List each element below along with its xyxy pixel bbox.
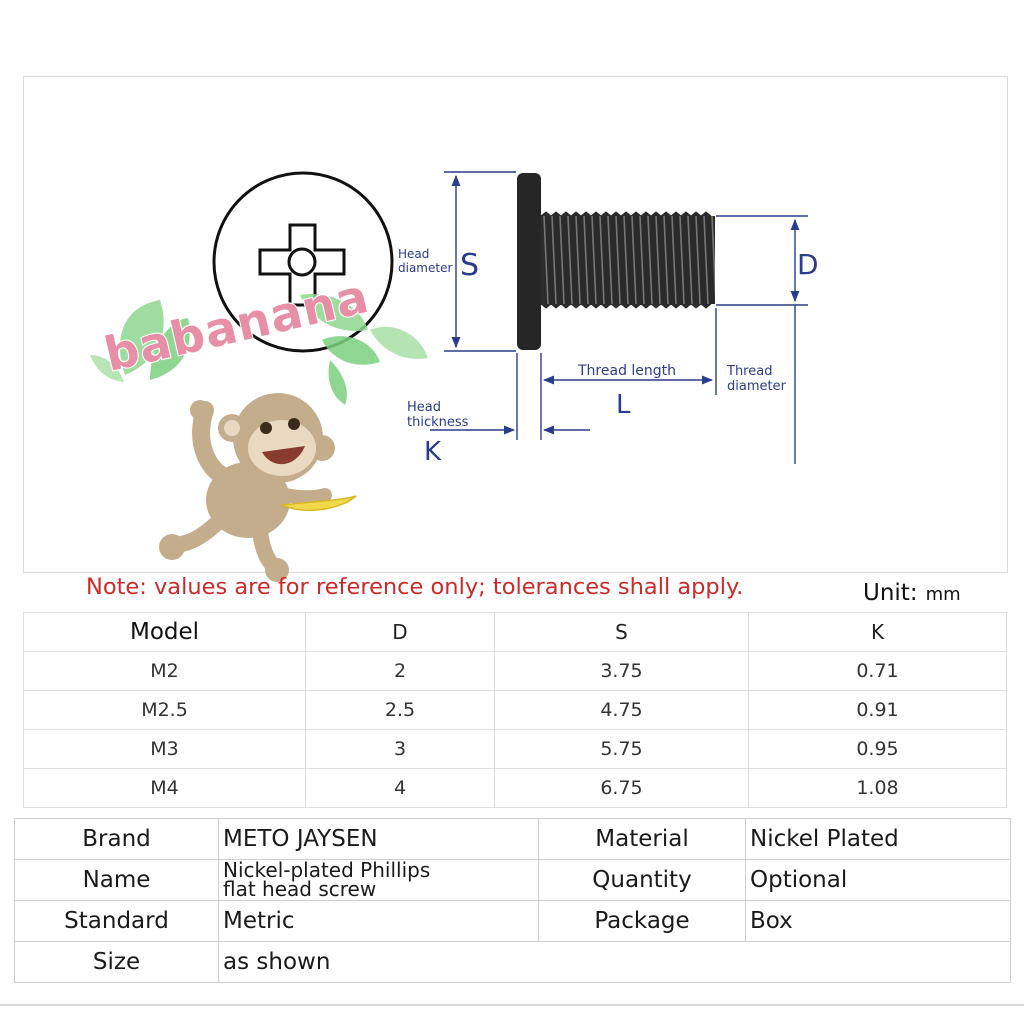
head-thickness-label: Head xyxy=(407,400,441,415)
header-d: D xyxy=(305,612,495,652)
cell-k: 1.08 xyxy=(748,768,1007,808)
spec-table: Brand METO JAYSEN Material Nickel Plated… xyxy=(14,818,1011,983)
size-value: as shown xyxy=(218,941,1011,983)
cell-k: 0.71 xyxy=(748,651,1007,691)
header-s: S xyxy=(494,612,749,652)
material-label: Material xyxy=(538,818,746,860)
cell-k: 0.91 xyxy=(748,690,1007,730)
package-value: Box xyxy=(745,900,1011,942)
thread-length-label: Thread length xyxy=(577,363,676,379)
screw-thread xyxy=(540,211,715,309)
spec-row: Size as shown xyxy=(14,941,1011,983)
s-dimension xyxy=(444,171,516,352)
unit-label: Unit: mm xyxy=(863,580,961,606)
thread-diameter-label: Thread xyxy=(726,364,772,379)
table-row: M3 3 5.75 0.95 xyxy=(23,729,1007,769)
k-label: K xyxy=(424,437,442,467)
head-thickness-label-2: thickness xyxy=(407,415,469,430)
cell-k: 0.95 xyxy=(748,729,1007,769)
size-table-header: Model D S K xyxy=(23,612,1007,652)
quantity-value: Optional xyxy=(745,859,1011,901)
banana-icon xyxy=(279,495,357,511)
leaf-icon xyxy=(90,294,428,405)
table-row: M4 4 6.75 1.08 xyxy=(23,768,1007,808)
screw-head-side-view xyxy=(517,173,541,350)
name-value-line2: flat head screw xyxy=(223,877,377,901)
cell-model: M3 xyxy=(23,729,306,769)
reference-note: Note: values are for reference only; tol… xyxy=(86,574,744,600)
table-row: M2 2 3.75 0.71 xyxy=(23,651,1007,691)
spec-row: Brand METO JAYSEN Material Nickel Plated xyxy=(14,818,1011,860)
cell-s: 5.75 xyxy=(494,729,749,769)
cell-s: 6.75 xyxy=(494,768,749,808)
header-model: Model xyxy=(23,612,306,652)
head-diameter-label: Head xyxy=(398,247,429,261)
name-value-line1: Nickel-plated Phillips xyxy=(223,858,431,882)
cell-d: 2 xyxy=(305,651,495,691)
spec-row: Standard Metric Package Box xyxy=(14,900,1011,942)
bottom-divider xyxy=(0,1004,1024,1006)
thread-diameter-label-2: diameter xyxy=(727,379,787,394)
unit-label-text: Unit: xyxy=(863,580,918,606)
standard-value: Metric xyxy=(218,900,539,942)
size-table: Model D S K M2 2 3.75 0.71 M2.5 2.5 4.75… xyxy=(23,612,1007,808)
k-dimension xyxy=(430,353,590,440)
babanana-logo xyxy=(90,294,428,582)
unit-value: mm xyxy=(925,584,961,605)
quantity-label: Quantity xyxy=(538,859,746,901)
table-row: M2.5 2.5 4.75 0.91 xyxy=(23,690,1007,730)
brand-label: Brand xyxy=(14,818,219,860)
cell-s: 3.75 xyxy=(494,651,749,691)
cell-s: 4.75 xyxy=(494,690,749,730)
monkey-icon xyxy=(159,393,335,582)
header-k: K xyxy=(748,612,1007,652)
name-label: Name xyxy=(14,859,219,901)
cell-d: 3 xyxy=(305,729,495,769)
cell-model: M4 xyxy=(23,768,306,808)
l-label: L xyxy=(616,390,631,420)
size-label: Size xyxy=(14,941,219,983)
screw-diagram: Head diameter S D Thread length L Thread… xyxy=(212,171,819,467)
l-dimension xyxy=(542,308,717,395)
head-diameter-label-2: diameter xyxy=(398,261,452,275)
cell-model: M2.5 xyxy=(23,690,306,730)
brand-value: METO JAYSEN xyxy=(218,818,539,860)
cell-d: 2.5 xyxy=(305,690,495,730)
material-value: Nickel Plated xyxy=(745,818,1011,860)
s-label: S xyxy=(460,248,479,283)
package-label: Package xyxy=(538,900,746,942)
cell-model: M2 xyxy=(23,651,306,691)
d-label: D xyxy=(797,248,819,281)
standard-label: Standard xyxy=(14,900,219,942)
cell-d: 4 xyxy=(305,768,495,808)
d-dimension xyxy=(716,215,808,464)
